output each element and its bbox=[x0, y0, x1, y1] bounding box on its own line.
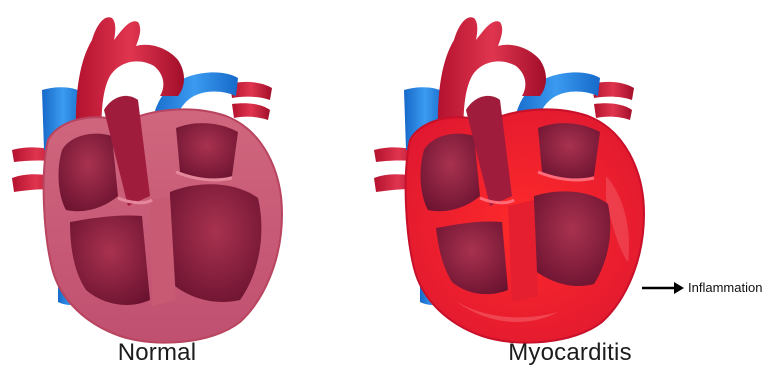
pulmonary-vein-right-lower bbox=[594, 103, 632, 120]
pulmonary-vein-right-lower bbox=[232, 103, 270, 120]
myocarditis-caption: Myocarditis bbox=[490, 339, 650, 367]
right-atrium-cavity bbox=[421, 134, 480, 212]
myocarditis-heart bbox=[374, 17, 644, 342]
inflammation-label: Inflammation bbox=[688, 280, 762, 295]
left-ventricle-cavity bbox=[534, 191, 610, 286]
normal-caption: Normal bbox=[92, 339, 222, 367]
inflammation-arrow bbox=[642, 282, 684, 294]
normal-heart bbox=[12, 17, 282, 342]
left-ventricle-cavity bbox=[170, 184, 261, 302]
left-atrium-cavity bbox=[176, 123, 238, 179]
left-atrium-cavity bbox=[538, 123, 600, 179]
right-atrium-cavity bbox=[59, 134, 118, 212]
interventricular-septum bbox=[508, 200, 538, 302]
